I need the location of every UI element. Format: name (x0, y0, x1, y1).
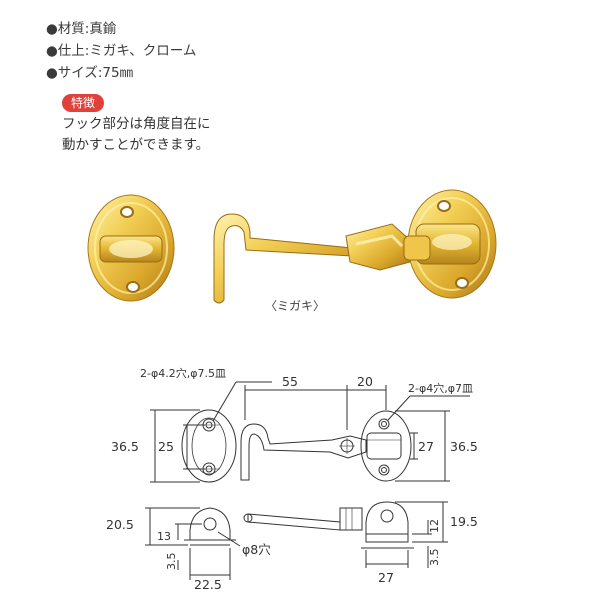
dim-hole-left: 2-φ4.2穴,φ7.5皿 (140, 366, 226, 380)
photo-caption: 〈ミガキ〉 (265, 299, 326, 313)
eye-plate-side (189, 507, 231, 541)
dim-side-19-5: 19.5 (450, 514, 478, 529)
dim-bottom-27: 27 (378, 570, 394, 585)
eye-plate-photo (87, 194, 175, 302)
dim-side-12: 12 (428, 519, 441, 533)
spec-list: ●材質:真鍮 ●仕上:ミガキ、クローム ●サイズ:75㎜ (46, 18, 196, 84)
spec-size: ●サイズ:75㎜ (46, 65, 134, 81)
dim-hole-right: 2-φ4穴,φ7皿 (408, 381, 473, 395)
dim-left-36-5: 36.5 (111, 439, 139, 454)
dim-side-20-5: 20.5 (106, 517, 134, 532)
feature-text: フック部分は角度自在に 動かすことができます。 (62, 114, 211, 156)
dim-20: 20 (357, 374, 373, 389)
product-photo (87, 189, 497, 304)
eye-plate-outline (181, 409, 237, 483)
staple-plate-photo (403, 189, 497, 299)
hook-side (247, 513, 341, 531)
dim-right-36-5: 36.5 (450, 439, 478, 454)
dim-hole-8: φ8穴 (242, 542, 271, 557)
dim-55: 55 (282, 374, 298, 389)
dim-left-25: 25 (158, 439, 174, 454)
dim-right-27: 27 (418, 439, 434, 454)
spec-material: ●材質:真鍮 (46, 21, 117, 37)
staple-plate-side (365, 501, 409, 535)
dimension-drawing: 2-φ4.2穴,φ7.5皿 55 20 2-φ4穴,φ7皿 36.5 25 27… (106, 366, 478, 592)
dim-side-3-5-right: 3.5 (428, 549, 441, 567)
feature-line-1: フック部分は角度自在に (62, 116, 211, 132)
staple-plate-outline (360, 410, 412, 482)
dim-side-3-5-left: 3.5 (165, 553, 178, 571)
feature-line-2: 動かすことができます。 (62, 137, 210, 153)
hook-outline (240, 423, 367, 481)
hook-photo (213, 213, 411, 304)
dim-side-13: 13 (157, 530, 171, 543)
dim-bottom-22-5: 22.5 (194, 577, 222, 592)
spec-finish: ●仕上:ミガキ、クローム (46, 43, 197, 59)
feature-badge: 特徴 (62, 94, 105, 112)
